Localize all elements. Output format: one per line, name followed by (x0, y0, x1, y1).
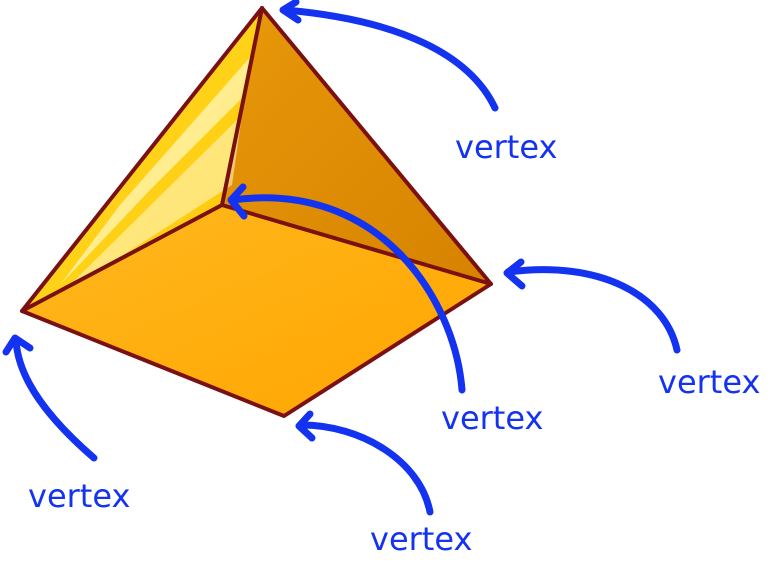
arrow-left (2, 334, 98, 462)
arrow-front (295, 410, 434, 516)
base-face (22, 205, 491, 416)
left-face-highlight-inner (70, 115, 242, 285)
label-apex-vertex: vertex (455, 128, 557, 166)
label-left-vertex: vertex (28, 477, 130, 515)
arrow-back (227, 183, 466, 394)
left-face-highlight (60, 55, 252, 285)
arrows (2, 0, 681, 516)
label-front-vertex: vertex (370, 520, 472, 558)
label-right-vertex: vertex (658, 363, 760, 401)
right-face (222, 8, 491, 284)
arrow-apex (279, 0, 499, 112)
labels: vertex vertex vertex vertex vertex (28, 128, 760, 558)
label-back-vertex: vertex (441, 399, 543, 437)
arrow-right (503, 258, 681, 354)
apex-back-edge (220, 6, 264, 207)
pyramid (20, 6, 493, 418)
